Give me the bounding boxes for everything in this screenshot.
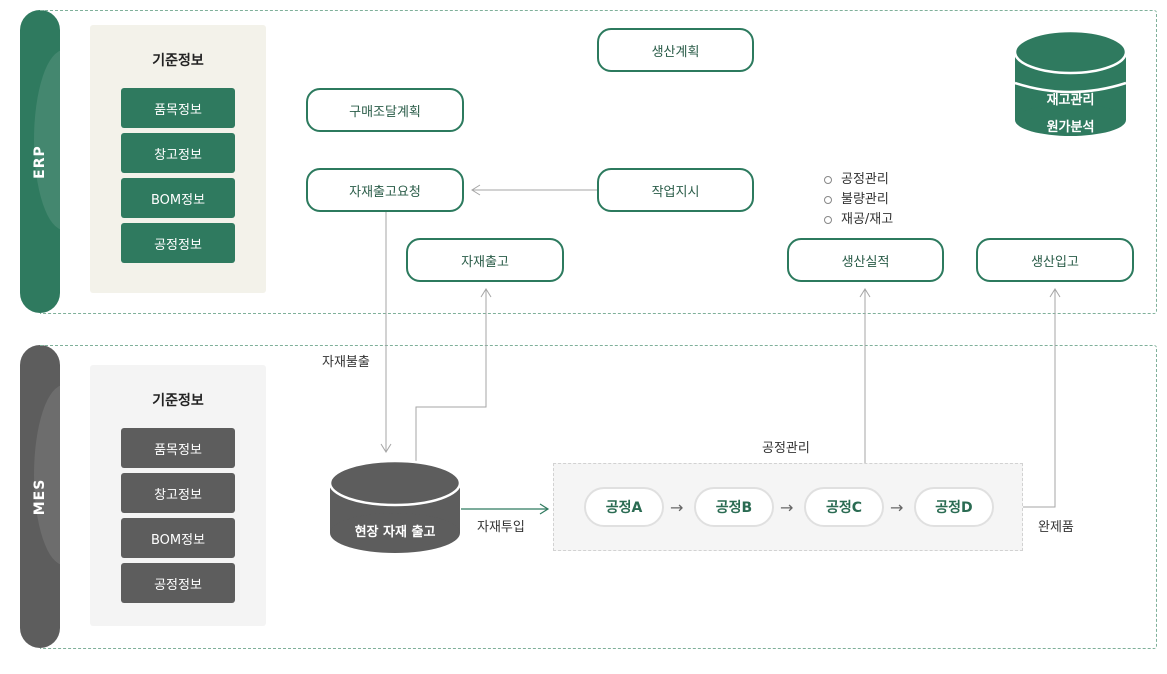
material-request-node[interactable]: 자재출고요청 bbox=[306, 168, 464, 212]
erp-section-border bbox=[40, 10, 1157, 314]
erp-process-info[interactable]: 공정정보 bbox=[121, 223, 235, 263]
work-order-node[interactable]: 작업지시 bbox=[597, 168, 754, 212]
erp-warehouse-info[interactable]: 창고정보 bbox=[121, 133, 235, 173]
mes-section-border bbox=[40, 345, 1157, 649]
material-withdrawal-label: 자재불출 bbox=[322, 355, 370, 370]
process-a[interactable]: 공정A bbox=[584, 487, 664, 527]
arrow-down-icon bbox=[380, 443, 392, 453]
production-result-node[interactable]: 생산실적 bbox=[787, 238, 944, 282]
material-issue-node[interactable]: 자재출고 bbox=[406, 238, 564, 282]
production-receipt-node[interactable]: 생산입고 bbox=[976, 238, 1134, 282]
arrow-left-icon bbox=[471, 184, 481, 196]
arrow-up-icon bbox=[859, 288, 871, 298]
process-management-title: 공정관리 bbox=[762, 441, 810, 456]
arrow-up-icon bbox=[1049, 288, 1061, 298]
process-b[interactable]: 공정B bbox=[694, 487, 774, 527]
result-note-list: 공정관리 불량관리 재공/재고 bbox=[824, 170, 893, 230]
mes-bom-info[interactable]: BOM정보 bbox=[121, 518, 235, 558]
erp-bom-info[interactable]: BOM정보 bbox=[121, 178, 235, 218]
purchase-plan-node[interactable]: 구매조달계획 bbox=[306, 88, 464, 132]
finished-goods-label: 완제품 bbox=[1038, 520, 1074, 535]
db-to-issue-line bbox=[415, 289, 487, 462]
material-input-label: 자재투입 bbox=[477, 520, 525, 535]
mes-db-label: 현장 자재 출고 bbox=[355, 524, 436, 540]
arrow-right-icon bbox=[539, 503, 550, 515]
erp-item-info[interactable]: 품목정보 bbox=[121, 88, 235, 128]
process-arrow-icon: → bbox=[890, 498, 904, 517]
arrow-up-icon bbox=[480, 288, 492, 298]
mes-warehouse-info[interactable]: 창고정보 bbox=[121, 473, 235, 513]
process-d[interactable]: 공정D bbox=[914, 487, 994, 527]
process-arrow-icon: → bbox=[780, 498, 794, 517]
mes-database-icon: 현장 자재 출고 bbox=[328, 459, 462, 553]
mes-master-data-panel: 기준정보 품목정보 창고정보 BOM정보 공정정보 bbox=[90, 365, 266, 626]
mes-master-data-title: 기준정보 bbox=[152, 393, 204, 409]
erp-master-data-panel: 기준정보 품목정보 창고정보 BOM정보 공정정보 bbox=[90, 25, 266, 293]
erp-db-line2: 원가분석 bbox=[1047, 120, 1095, 135]
mes-item-info[interactable]: 품목정보 bbox=[121, 428, 235, 468]
mes-band: MES bbox=[20, 345, 60, 648]
result-note-item: 공정관리 bbox=[824, 170, 893, 190]
production-plan-node[interactable]: 생산계획 bbox=[597, 28, 754, 72]
process-arrow-icon: → bbox=[670, 498, 684, 517]
result-note-item: 불량관리 bbox=[824, 190, 893, 210]
process-c[interactable]: 공정C bbox=[804, 487, 884, 527]
result-note-item: 재공/재고 bbox=[824, 210, 893, 230]
mes-process-info[interactable]: 공정정보 bbox=[121, 563, 235, 603]
erp-master-data-title: 기준정보 bbox=[152, 53, 204, 69]
finished-to-receipt-line bbox=[1023, 289, 1056, 508]
erp-database-icon: 재고관리 원가분석 bbox=[1013, 29, 1128, 136]
erp-band: ERP bbox=[20, 10, 60, 313]
erp-db-line1: 재고관리 bbox=[1047, 92, 1095, 108]
